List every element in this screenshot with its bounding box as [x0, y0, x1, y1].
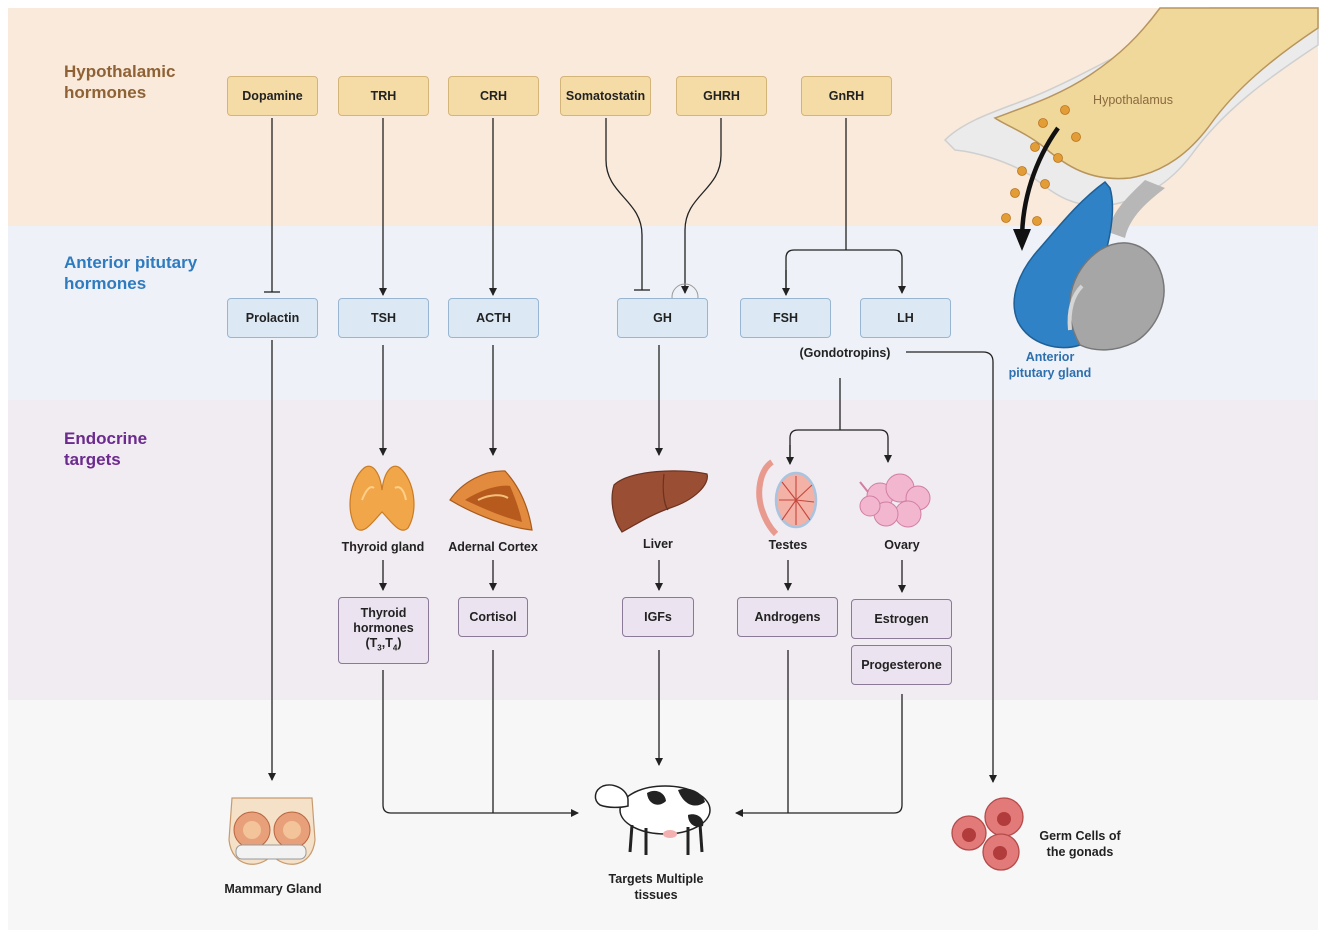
ovary-illustration [860, 474, 930, 527]
androgens-box: Androgens [737, 597, 838, 637]
hormone-fsh: FSH [740, 298, 831, 338]
hormone-gh: GH [617, 298, 708, 338]
adrenal-illustration [450, 471, 532, 530]
thyroid-hormones-formula: (T3,T4) [365, 636, 401, 656]
t4-subscript: 4 [393, 643, 397, 652]
thyroid-hormones-box: Thyroid hormones (T3,T4) [338, 597, 429, 664]
hormone-gnrh: GnRH [801, 76, 892, 116]
hormone-trh: TRH [338, 76, 429, 116]
hypothalamus-illustration [945, 8, 1318, 350]
hormone-crh: CRH [448, 76, 539, 116]
estrogen-box: Estrogen [851, 599, 952, 639]
progesterone-box: Progesterone [851, 645, 952, 685]
mammary-gland-label: Mammary Gland [203, 881, 343, 897]
hormone-somatostatin: Somatostatin [560, 76, 651, 116]
anterior-pituitary-label: Anterior pitutary gland [995, 349, 1105, 381]
thyroid-hormones-text: Thyroid hormones [353, 606, 413, 636]
liver-label: Liver [618, 536, 698, 552]
t3-subscript: 3 [377, 643, 381, 652]
testes-label: Testes [748, 537, 828, 553]
thyroid-gland-label: Thyroid gland [323, 539, 443, 555]
t4-label: T [385, 636, 393, 650]
cortisol-box: Cortisol [458, 597, 528, 637]
hormone-acth: ACTH [448, 298, 539, 338]
gonadotropins-label: (Gondotropins) [785, 345, 905, 361]
hormone-ghrh: GHRH [676, 76, 767, 116]
liver-illustration [612, 471, 707, 532]
multiple-tissues-label: Targets Multiple tissues [586, 871, 726, 903]
mammary-illustration [229, 798, 315, 864]
testes-illustration [759, 462, 816, 534]
hypothalamus-label: Hypothalamus [1078, 92, 1188, 108]
hormone-prolactin: Prolactin [227, 298, 318, 338]
hormone-lh: LH [860, 298, 951, 338]
ovary-label: Ovary [862, 537, 942, 553]
germ-cells-illustration [952, 798, 1023, 870]
thyroid-illustration [350, 466, 414, 530]
cow-illustration [595, 785, 710, 855]
germ-cells-label: Germ Cells of the gonads [1020, 828, 1140, 860]
hormone-dopamine: Dopamine [227, 76, 318, 116]
igfs-box: IGFs [622, 597, 694, 637]
hormone-tsh: TSH [338, 298, 429, 338]
adrenal-cortex-label: Adernal Cortex [433, 539, 553, 555]
